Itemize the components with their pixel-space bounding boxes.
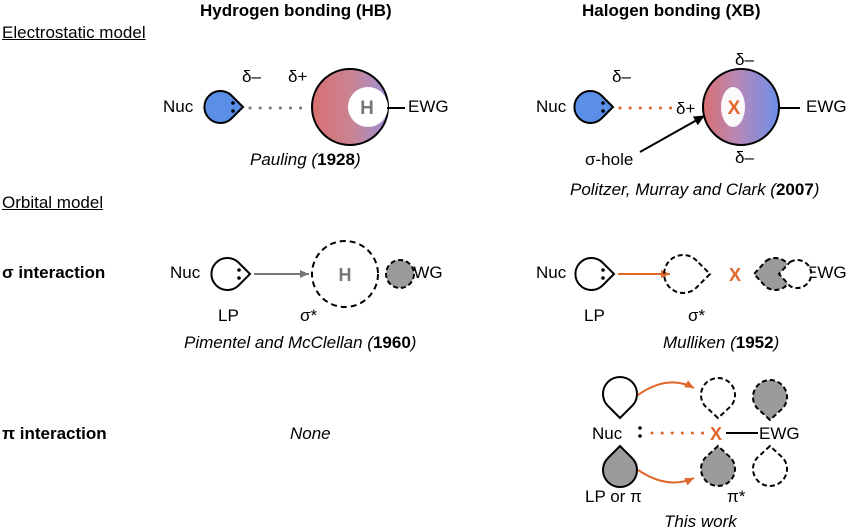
hb-h-symbol: H — [360, 98, 374, 119]
pi-interaction-label: π interaction — [2, 424, 107, 443]
pi-lower-lone-pair-lobe — [602, 444, 638, 489]
xb-header: Halogen bonding (XB) — [582, 1, 761, 20]
xb-halogen-sphere: X — [702, 68, 800, 146]
hb-nuc-label: Nuc — [163, 97, 194, 116]
hb-delta-minus: δ– — [242, 67, 261, 86]
xb-delta-plus: δ+ — [676, 99, 696, 118]
hb-sigma-star-label: σ* — [300, 306, 318, 325]
xb-pi-ewg-label: EWG — [759, 424, 800, 443]
xb-sigma-nuc-label: Nuc — [536, 263, 567, 282]
sigma-hole-arrow — [639, 115, 705, 153]
xb-delta-minus-nuc: δ– — [612, 67, 631, 86]
xb-x-symbol: X — [728, 98, 741, 119]
xb-sigma-star-orbital: X — [663, 254, 813, 294]
hb-hydrogen-sphere: H — [311, 68, 405, 146]
mulliken-citation: Mulliken (1952) — [663, 333, 780, 352]
hb-delta-plus: δ+ — [288, 67, 308, 86]
pi-star-orbitals — [700, 377, 788, 487]
xb-delta-minus-bottom: δ– — [735, 148, 754, 167]
pi-star-label: π* — [727, 487, 746, 506]
hb-header: Hydrogen bonding (HB) — [200, 1, 392, 20]
politzer-citation: Politzer, Murray and Clark (2007) — [570, 180, 820, 199]
xb-sigma-star-label: σ* — [688, 306, 706, 325]
hb-sigma-star-orbital: H — [311, 240, 415, 308]
pauling-citation: Pauling (1928) — [250, 150, 361, 169]
xb-lp-label: LP — [584, 306, 605, 325]
hb-sigma-h-symbol: H — [339, 265, 352, 285]
electrostatic-model-heading: Electrostatic model — [2, 23, 146, 42]
xb-nuc-label: Nuc — [536, 97, 567, 116]
sigma-hole-label: σ-hole — [585, 150, 634, 169]
pi-colon — [638, 426, 642, 438]
pi-upper-lone-pair-lobe — [602, 375, 638, 420]
hb-nuc-lone-pair — [203, 90, 245, 124]
xb-sigma-lp-lobe — [574, 257, 616, 291]
pi-x-symbol: X — [710, 424, 722, 444]
this-work-label: This work — [664, 512, 737, 531]
xb-sigma-ewg-label: EWG — [806, 263, 847, 282]
sigma-interaction-label: σ interaction — [2, 263, 106, 282]
xb-pi-nuc-label: Nuc — [592, 424, 623, 443]
pimentel-citation: Pimentel and McClellan (1960) — [184, 333, 417, 352]
lp-or-pi-label: LP or π — [585, 487, 642, 506]
xb-sigma-x-symbol: X — [729, 265, 741, 285]
xb-delta-minus-top: δ– — [735, 50, 754, 69]
xb-ewg-label: EWG — [806, 97, 847, 116]
hb-sigma-nuc-label: Nuc — [170, 263, 201, 282]
hb-sigma-lp-lobe — [210, 257, 252, 291]
orbital-model-heading: Orbital model — [2, 193, 104, 212]
pi-donation-arrows — [637, 380, 695, 486]
xb-nuc-lone-pair — [573, 90, 615, 124]
hb-lp-label: LP — [218, 306, 239, 325]
hb-ewg-label: EWG — [408, 97, 449, 116]
none-label: None — [290, 424, 331, 443]
